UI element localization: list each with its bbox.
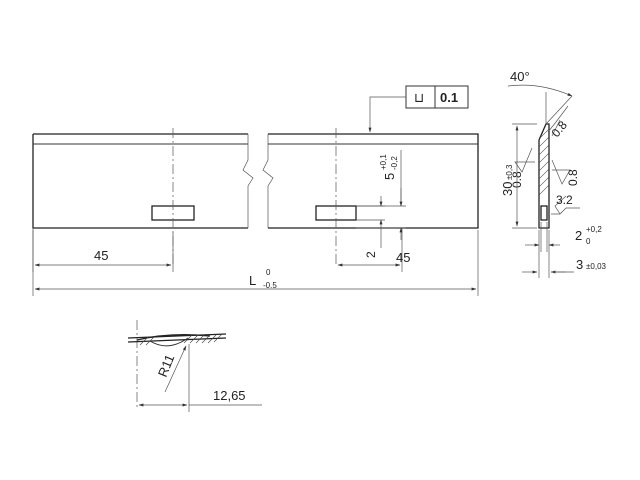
- roughness-08-top: 0.8: [549, 118, 571, 140]
- dim-5-upper-tol: +0,1: [379, 154, 388, 170]
- side-section: 40° 0.8 0.8 0.8 3.2: [507, 69, 580, 229]
- dimension-30: 30 ±0,3: [500, 123, 537, 229]
- dim-2-label: 2: [364, 251, 378, 258]
- dim-45-left-label: 45: [94, 248, 108, 263]
- roughness-32: 3.2: [556, 193, 573, 207]
- dim-R11-label: R11: [155, 352, 177, 379]
- dimension-45-right: 45: [337, 228, 410, 272]
- dimension-3: 3 ±0,03: [522, 230, 607, 278]
- angle-40-label: 40°: [510, 69, 530, 84]
- detail-view: R11 12,65: [127, 320, 262, 412]
- dim-L-lower-tol: -0.5: [263, 281, 277, 290]
- dim-5-lower-tol: -0,2: [390, 156, 399, 170]
- dim-5-label: 5: [382, 173, 397, 180]
- tolerance-frame: ⊔ 0.1: [368, 85, 469, 133]
- blade-left-part: [32, 128, 254, 265]
- dimension-2-right: 2 +0,2 0: [525, 222, 602, 252]
- dimension-45-left: 45: [32, 228, 174, 272]
- dim-2-right-lower-tol: 0: [586, 237, 591, 246]
- dimension-L: L 0 -0.5: [32, 230, 479, 296]
- dimension-5: 5 +0,1 -0,2: [356, 150, 406, 240]
- dimension-2: 2: [356, 196, 385, 258]
- dim-L-label: L: [249, 273, 256, 288]
- dim-45-right-label: 45: [396, 250, 410, 265]
- dim-2-right-upper-tol: +0,2: [586, 225, 602, 234]
- dim-L-upper-tol: 0: [266, 268, 271, 277]
- dim-1265-label: 12,65: [213, 388, 246, 403]
- dim-30-tol: ±0,3: [505, 164, 514, 180]
- tolerance-value: 0.1: [440, 90, 458, 105]
- dim-30-label: 30: [500, 182, 515, 196]
- roughness-08-right: 0.8: [566, 169, 580, 186]
- dim-2-right-label: 2: [575, 228, 582, 243]
- dim-3-tol: ±0,03: [586, 262, 607, 271]
- tolerance-symbol: ⊔: [414, 90, 424, 105]
- blade-right-part: [262, 128, 479, 265]
- dim-3-label: 3: [576, 257, 583, 272]
